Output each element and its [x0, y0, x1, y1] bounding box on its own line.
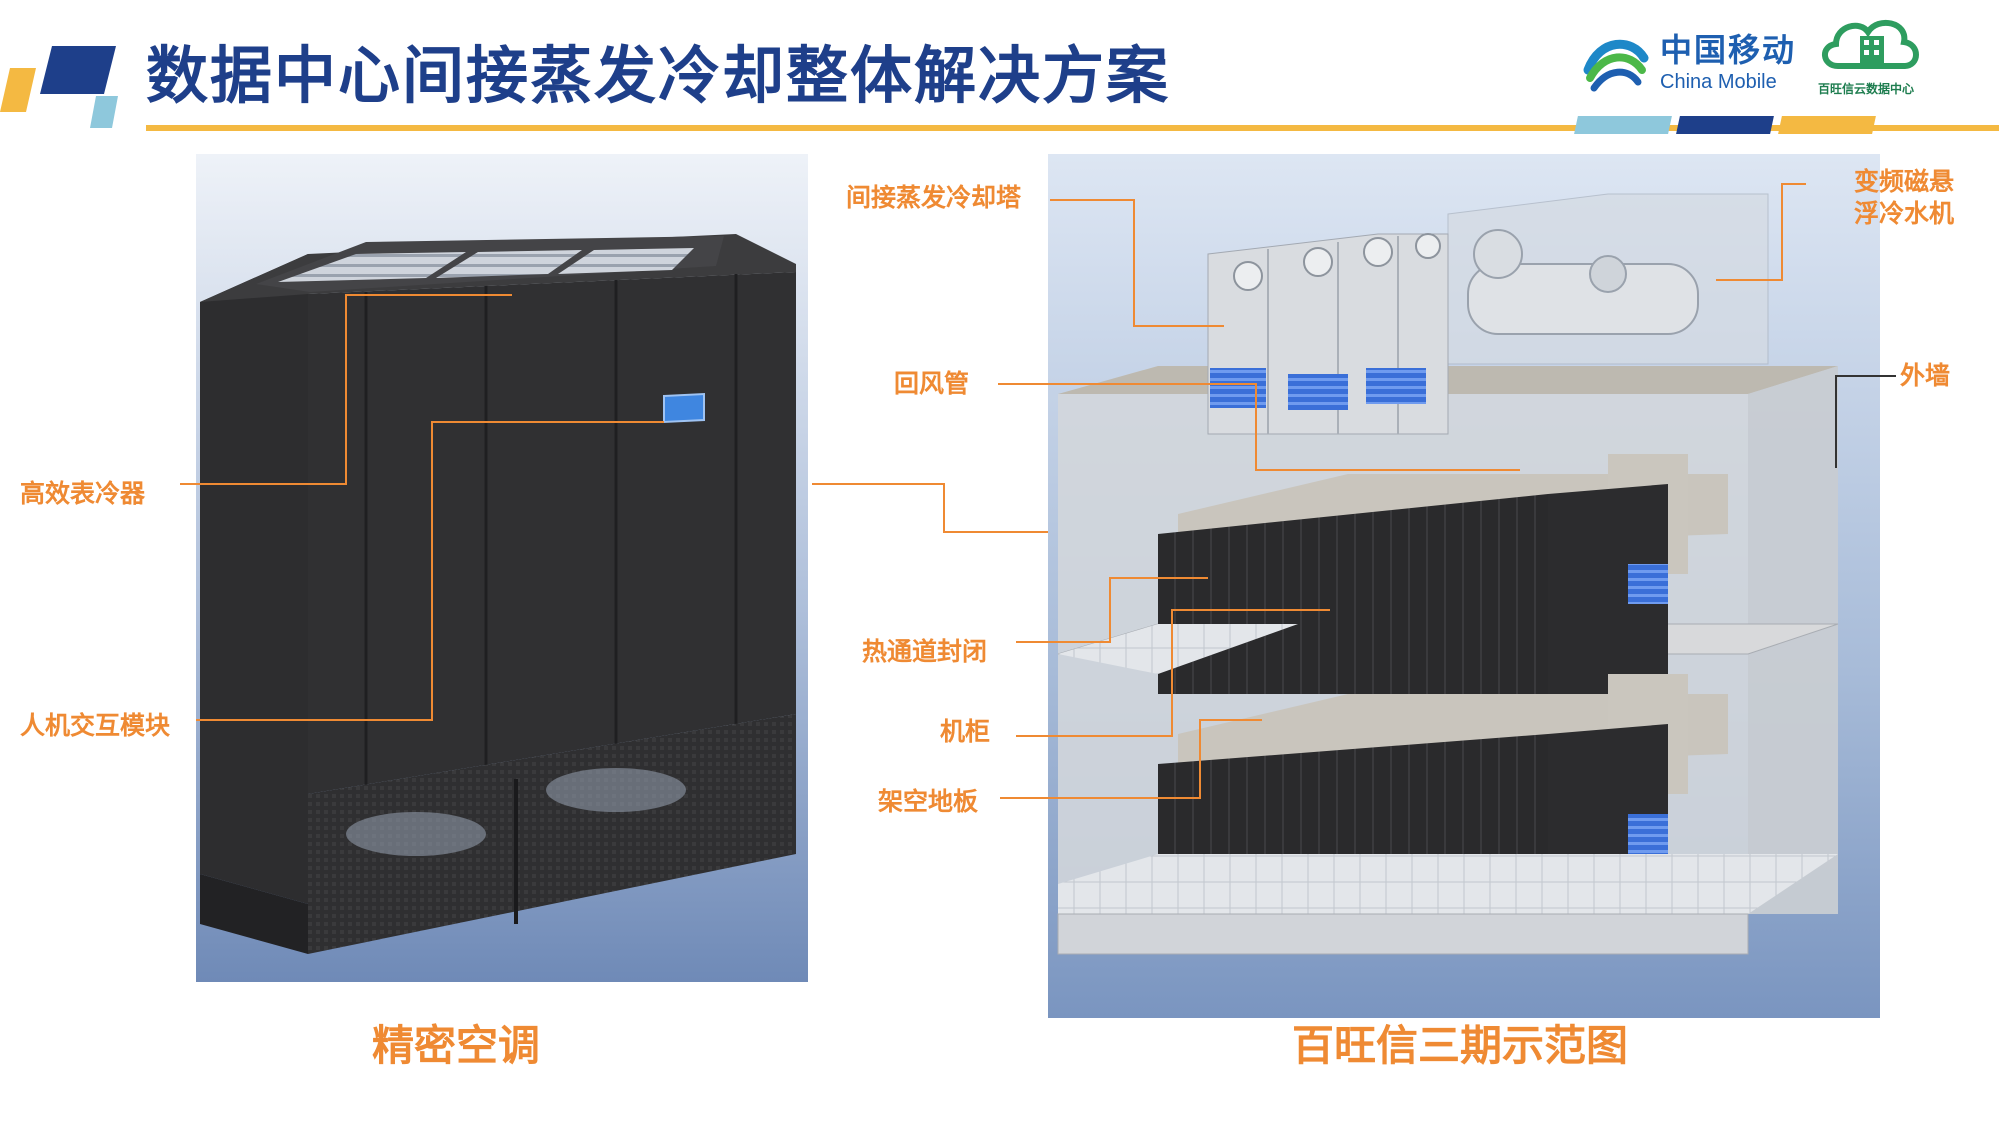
deco-gold-block	[0, 68, 36, 112]
hmi-leader-line	[196, 421, 664, 721]
header-decoration	[0, 0, 140, 140]
brand-name-cn: 中国移动	[1660, 31, 1797, 69]
datacenter-logo: 百旺信云数据中心	[1816, 8, 1936, 104]
china-mobile-emblem-icon	[1583, 39, 1649, 92]
caption-precision-ac: 精密空调	[371, 1021, 540, 1070]
floor-leader-line	[1000, 719, 1262, 799]
page-title: 数据中心间接蒸发冷却整体解决方案	[146, 39, 1171, 112]
deco-teal-block	[90, 96, 118, 128]
tower-leader-line	[1050, 199, 1224, 327]
chiller-leader-line	[1716, 183, 1806, 281]
label-coil: 高效表冷器	[20, 479, 146, 508]
label-hot-aisle: 热通道封闭	[862, 637, 988, 666]
brand-name-en: China Mobile	[1660, 71, 1777, 93]
coil-leader-line	[180, 294, 512, 485]
label-chiller: 变频磁悬 浮冷水机	[1854, 167, 1955, 228]
caption-demo-building: 百旺信三期示范图	[1291, 1021, 1628, 1070]
label-hmi: 人机交互模块	[20, 711, 171, 740]
label-raised-floor: 架空地板	[878, 787, 979, 816]
label-cooling-tower: 间接蒸发冷却塔	[846, 183, 1022, 212]
header-rule	[146, 125, 1999, 131]
logo2-text: 百旺信云数据中心	[1818, 82, 1915, 96]
wall-leader-line	[1835, 375, 1896, 468]
label-outer-wall: 外墙	[1900, 361, 1951, 390]
demo-building-image	[1048, 154, 1880, 1018]
duct-leader-line	[998, 383, 1520, 471]
hot-aisle-leader-line	[1016, 577, 1208, 643]
deco-navy-block	[40, 46, 116, 94]
cloud-building-icon	[1822, 20, 1919, 69]
china-mobile-logo: 中国移动 China Mobile	[1580, 30, 1820, 102]
precision-ac-image	[196, 154, 808, 982]
cabinet-leader-line	[1016, 609, 1330, 737]
label-return-duct: 回风管	[894, 369, 970, 398]
label-cabinet: 机柜	[940, 717, 991, 746]
